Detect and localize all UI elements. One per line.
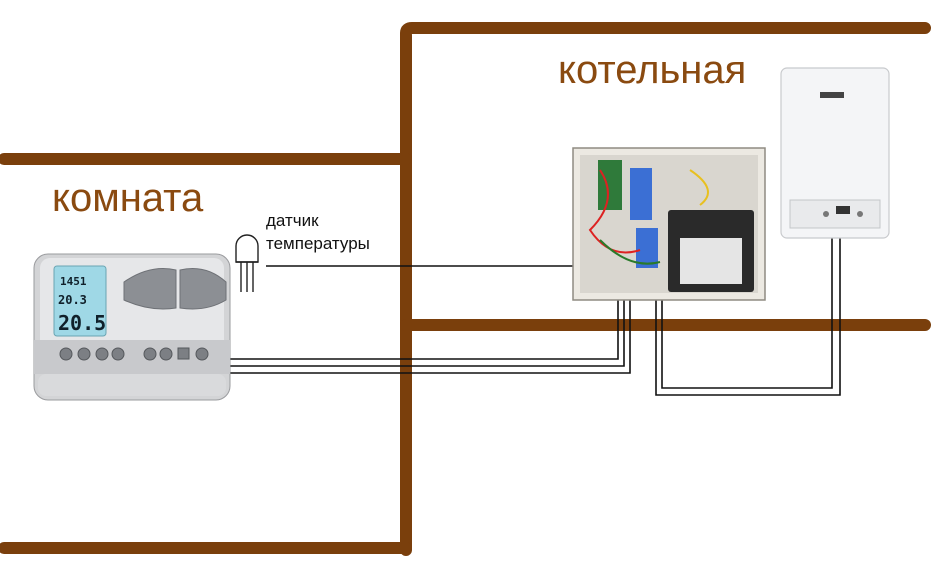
thermostat bbox=[33, 253, 231, 401]
room-label: комната bbox=[52, 176, 204, 220]
thermostat-wire-1 bbox=[230, 300, 619, 360]
wiring bbox=[230, 238, 841, 396]
boiler-wire-1 bbox=[655, 238, 841, 396]
thermostat-lcd-bottom: 20.5 bbox=[58, 311, 107, 335]
boiler-room-label: котельная bbox=[558, 48, 747, 92]
thermostat-wire-3 bbox=[230, 300, 631, 374]
temperature-sensor-icon bbox=[235, 234, 259, 292]
boiler-wire-2 bbox=[661, 238, 833, 389]
walls bbox=[0, 22, 931, 556]
sensor-label-line1: датчик bbox=[266, 211, 319, 230]
thermostat-wire-2 bbox=[230, 300, 625, 367]
sensor-label-line2: температуры bbox=[266, 234, 370, 253]
thermostat-lcd-middle: 20.3 bbox=[58, 293, 87, 307]
thermostat-buttons bbox=[59, 347, 209, 361]
boiler bbox=[780, 67, 890, 239]
outer-wall-top bbox=[400, 22, 931, 556]
thermostat-lcd-top: 1451 bbox=[60, 275, 87, 288]
controller-box bbox=[572, 147, 766, 301]
thermostat-lcd bbox=[53, 265, 107, 337]
